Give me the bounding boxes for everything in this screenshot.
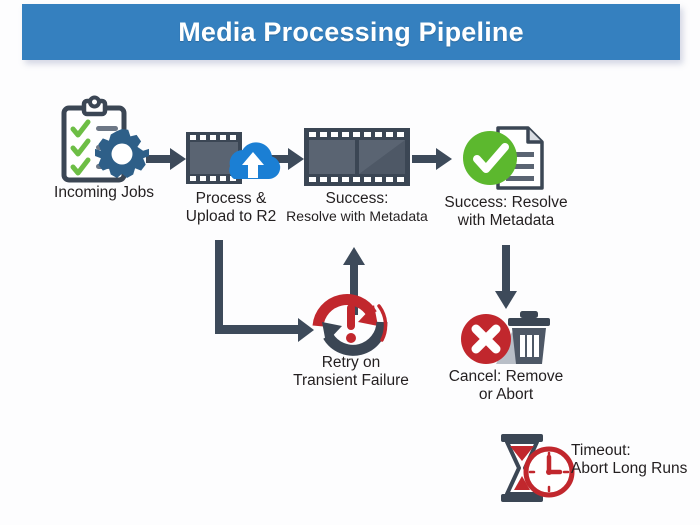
label-process-upload: Process & Upload to R2 [185,190,277,226]
node-timeout: Timeout: Abort Long Runs [497,432,687,506]
title-banner: Media Processing Pipeline [22,4,680,60]
node-success-document: Success: Resolve with Metadata [444,122,568,229]
node-success-filmstrip: Success: Resolve with Metadata [286,128,428,224]
label-success-document: Success: Resolve with Metadata [444,194,568,230]
node-incoming-jobs: Incoming Jobs [54,95,154,201]
connector-retry-to-success [342,245,366,315]
node-process-upload: Process & Upload to R2 [186,130,281,225]
connector-process-to-success [264,146,306,172]
check-circle-document-icon [462,122,548,194]
hourglass-clock-icon [497,432,575,506]
connector-document-to-cancel [494,245,518,311]
label-retry: Retry on Transient Failure [293,354,409,390]
node-retry: Retry on Transient Failure [293,292,409,389]
label-success-filmstrip: Success: Resolve with Metadata [286,190,428,225]
node-cancel: Cancel: Remove or Abort [449,306,563,403]
label-cancel: Cancel: Remove or Abort [448,368,564,404]
clipboard-gear-icon [58,95,150,186]
page-title: Media Processing Pipeline [178,16,524,47]
circular-retry-warning-icon [308,292,394,356]
filmstrip-cloud-upload-icon [186,130,281,192]
x-circle-trash-icon [458,306,554,368]
filmstrip-icon [304,128,410,186]
connector-process-to-retry [210,240,320,342]
connector-success-to-document [412,146,454,172]
label-incoming-jobs: Incoming Jobs [54,184,154,201]
connector-jobs-to-process [146,146,188,172]
label-timeout: Timeout: Abort Long Runs [571,442,688,478]
